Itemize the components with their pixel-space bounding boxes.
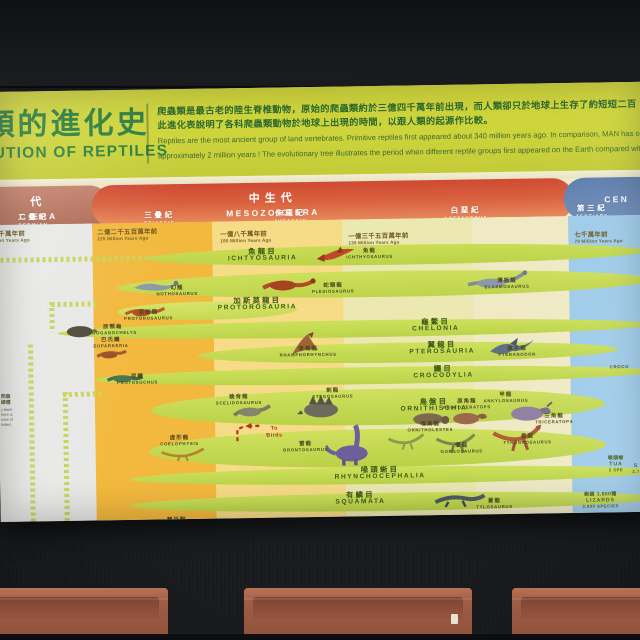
creature-icon-gorgosaurus	[433, 429, 477, 454]
dotted-trunk-horizontal-mid	[62, 391, 103, 397]
planter-interior	[253, 597, 463, 619]
period-permian-cn: 二疊紀	[17, 212, 49, 222]
poster-header: 類的進化史 LUTION OF REPTILES 爬蟲類是最古老的陸生脊椎動物，…	[0, 81, 640, 180]
page-title-en: LUTION OF REPTILES	[0, 142, 169, 162]
creature-icon-protorosaurus	[121, 302, 167, 319]
dotted-riser-chelonia	[49, 302, 55, 333]
creature-icon-tylosaurus	[432, 489, 486, 508]
planter-interior	[0, 597, 159, 619]
creature-icon-ankylosaurus	[409, 408, 450, 427]
period-tertiary-cn: 第三紀	[576, 203, 608, 213]
to-birds-arrow-icon	[223, 417, 263, 444]
era-mesozoic-cn: 中生代	[248, 192, 297, 206]
wall-upper-panel	[0, 0, 640, 88]
creature-icon-euparkeria	[94, 345, 128, 362]
planter-box-left	[0, 588, 168, 640]
creature-icon-brontosaurus	[325, 423, 378, 466]
snakes-note-en-2: 2,7	[632, 469, 640, 475]
to-birds-annotation: To Birds	[257, 425, 291, 439]
period-triassic-cn: 三疊紀	[144, 210, 175, 220]
creature-icon-stegosaurus	[297, 392, 345, 421]
creature-icon-rhamphorhynchus	[288, 332, 324, 359]
left-side-note: 爬蟲 總種 y been here is ome of loded.	[1, 394, 36, 428]
planter-box-center	[244, 588, 472, 640]
planter-lip	[512, 598, 640, 600]
evolution-timeline-chart: 千萬年前 on Years Ago 二億二千五百萬年前 225 Million …	[0, 214, 640, 522]
creature-icon-protoceratops	[449, 407, 489, 426]
planter-rim	[0, 588, 168, 599]
date-marker-180: 一億八千萬年前 180 Million Years Ago	[220, 229, 271, 244]
planter-box-right	[512, 588, 640, 640]
left-side-note-en-4: loded.	[1, 423, 12, 428]
creature-icon-plesiosaurus	[259, 272, 317, 295]
date-marker-permian-en: on Years Ago	[0, 237, 30, 243]
date-marker-permian: 千萬年前 on Years Ago	[0, 228, 30, 243]
creature-icon-nothosaurus	[131, 276, 181, 295]
creature-icon-ornitholestes	[385, 430, 425, 451]
period-jurassic-cn: 侏羅紀	[274, 208, 306, 218]
evolution-of-reptiles-poster[interactable]: 類的進化史 LUTION OF REPTILES 爬蟲類是最古老的陸生脊椎動物，…	[0, 81, 640, 522]
planter-rim	[512, 588, 640, 599]
date-marker-225: 二億二千五百萬年前 225 Million Years Ago	[97, 226, 157, 241]
date-marker-70: 七千萬年前 70 Million Years Ago	[574, 229, 623, 244]
dotted-connector-chelonia	[51, 301, 98, 308]
snakes-species-note: S 2,7	[618, 463, 640, 475]
period-cretaceous-cn: 白堊紀	[450, 205, 482, 215]
floor-shadow	[0, 634, 640, 640]
creature-icon-coelophysis	[160, 444, 206, 463]
creature-icon-ichthyosaurus	[314, 244, 358, 263]
planter-lip	[0, 598, 168, 600]
date-marker-70-en: 70 Million Years Ago	[574, 238, 623, 244]
page-title-cn: 類的進化史	[0, 106, 150, 142]
era-paleozoic-cn: 代	[30, 196, 47, 209]
creature-icon-pteranodon	[488, 335, 536, 360]
planter-interior	[521, 597, 640, 619]
creature-icon-tyrannosaurus	[489, 422, 543, 453]
column-band-paleozoic	[0, 223, 97, 522]
lizards-species-note: 蜥蜴 3,800種 LIZARDS 3,800 SPECIES	[564, 491, 636, 509]
poster-intro-text: 爬蟲類是最古老的陸生脊椎動物，原始的爬蟲類約於三億四千萬年前出現，而人類卻只於地…	[157, 96, 640, 162]
creature-icon-triceratops	[507, 400, 553, 423]
creature-icon-elasmosaurus	[463, 267, 529, 292]
date-marker-135: 一億三千五百萬年前 135 Million Years Ago	[348, 231, 408, 246]
planter-price-tag	[451, 614, 458, 624]
creature-icon-protosuchus	[104, 370, 144, 387]
creature-icon-proganochelys	[64, 322, 98, 339]
planter-rim	[244, 588, 472, 599]
date-marker-225-en: 225 Million Years Ago	[97, 235, 149, 242]
creature-icon-scelidosaurus	[231, 399, 273, 420]
poster-title-block: 類的進化史 LUTION OF REPTILES	[0, 106, 169, 162]
planter-lip	[244, 598, 472, 600]
date-marker-180-en: 180 Million Years Ago	[220, 237, 272, 244]
to-birds-line-2: Birds	[266, 432, 283, 439]
